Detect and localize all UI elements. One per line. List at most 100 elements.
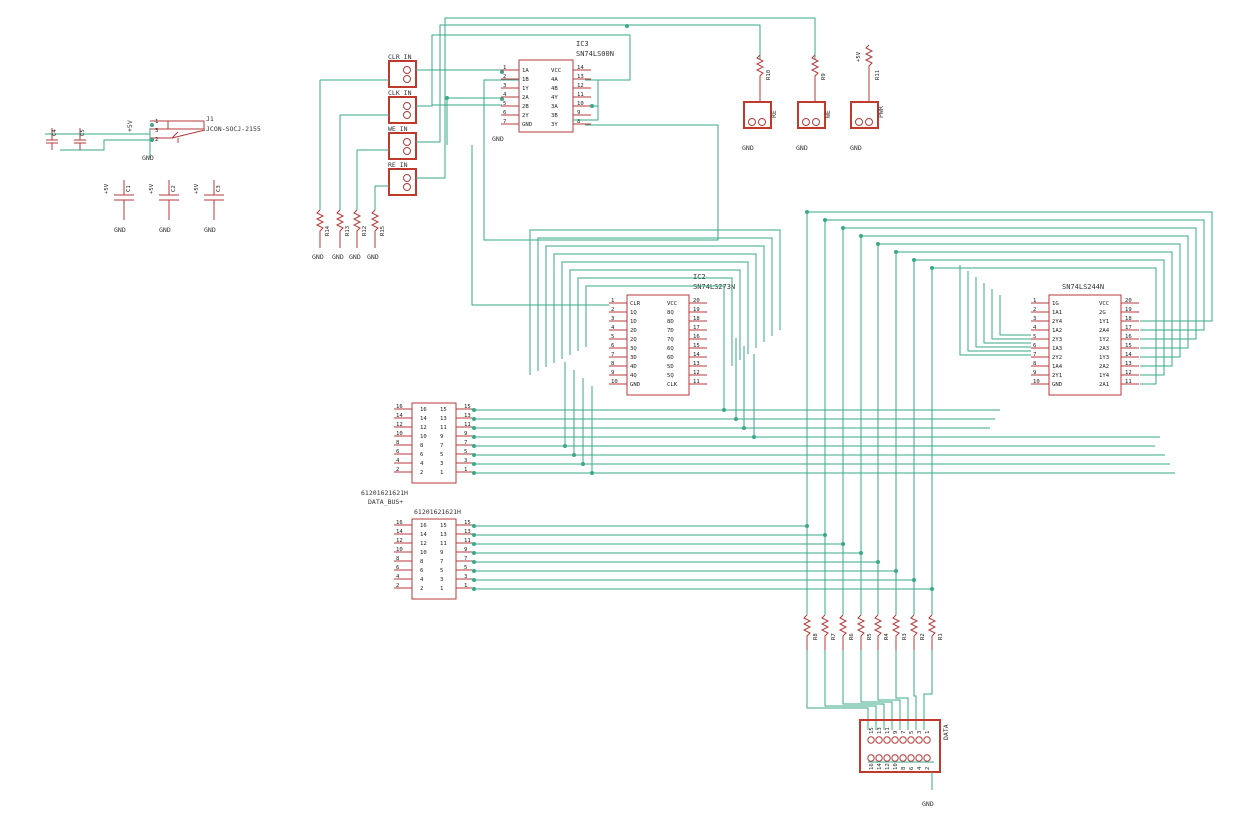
pin-name: 8Q	[667, 310, 674, 316]
led-pad	[867, 736, 875, 744]
pin-number: 15	[464, 404, 471, 410]
pin-number: 4	[917, 766, 923, 770]
pin-number: 4	[503, 92, 507, 98]
bus-wire	[843, 227, 1197, 340]
pin-number: 3	[611, 316, 614, 322]
gnd-label: GND	[312, 253, 324, 261]
pin-number: 10	[396, 431, 403, 437]
input-label: WE_IN	[388, 125, 408, 133]
pin-number: 5	[503, 101, 506, 107]
gnd-label: GND	[159, 226, 171, 234]
junction	[472, 560, 476, 564]
net-bundle	[471, 145, 1213, 615]
pin-number: 5	[1033, 334, 1036, 340]
pin-name: 1A2	[1052, 328, 1062, 334]
status-leds: RE R10 GND WE R9 GND PWR R11 +5V GND	[742, 44, 885, 152]
pin-number: 1	[925, 731, 931, 734]
pin-number: 15	[440, 407, 447, 413]
bus-wire	[471, 145, 609, 306]
pin-name: 2Y1	[1052, 373, 1062, 379]
pin-name: 5D	[667, 364, 674, 370]
pin-number: 15	[440, 523, 447, 529]
pin-name: 1B	[522, 77, 529, 83]
pin-number: 7	[464, 556, 467, 562]
pin-name: 7Q	[667, 337, 674, 343]
pin-number: 12	[420, 425, 427, 431]
pin-number: 8	[611, 361, 615, 367]
led-re: RE R10 GND	[742, 54, 778, 152]
resistor	[909, 614, 919, 650]
pulldown-resistors: R14 R13 R12 R15 GND GND GND GND	[312, 209, 386, 261]
resistor-ref: R14	[325, 225, 331, 236]
pin-number: 13	[693, 361, 700, 367]
pin-number: 5	[440, 568, 443, 574]
resistor-ref: R11	[875, 70, 881, 80]
led-label: WE	[824, 110, 832, 118]
input-label: CLK_IN	[388, 89, 412, 97]
pin-name: 4Y	[551, 95, 558, 101]
j1-pin: 3	[155, 128, 158, 134]
pin-number: 15	[693, 343, 700, 349]
led-wire	[806, 650, 869, 730]
pin-number: 4	[420, 461, 424, 467]
pin-number: 3	[440, 577, 443, 583]
cap-c3: C3 GND +5V	[194, 180, 224, 234]
pin-number: 10	[396, 547, 403, 553]
pin-name: 1A3	[1052, 346, 1062, 352]
pin-number: 6	[396, 449, 399, 455]
pin-name: 2A2	[1099, 364, 1109, 370]
pin-name: GND	[630, 382, 641, 388]
pin-number: 14	[1125, 352, 1132, 358]
pin-number: 17	[1125, 325, 1132, 331]
pin-number: 5	[611, 334, 614, 340]
input-re: RE_IN	[388, 161, 417, 196]
pin-number: 12	[693, 370, 700, 376]
pin-number: 9	[611, 370, 614, 376]
pin-name: 8D	[667, 319, 674, 325]
pin-name: 1A	[522, 68, 529, 74]
pin-number: 12	[885, 763, 891, 770]
pin-number: 13	[877, 727, 883, 734]
pin-name: CLR	[630, 301, 641, 307]
pin-number: 3	[917, 731, 923, 734]
led-pad	[867, 754, 875, 762]
pin-number: 1	[440, 586, 443, 592]
pin-number: 1	[503, 65, 506, 71]
ic1-part: SN74LS244N	[1062, 283, 1104, 291]
pin-number: 16	[869, 763, 875, 770]
gnd-label: GND	[492, 135, 504, 143]
bus-wire	[983, 283, 1031, 344]
bus-wire	[561, 261, 749, 359]
pin-name: 5Q	[667, 373, 674, 379]
pin-number: 2	[611, 307, 614, 313]
pin-name: 7D	[667, 328, 674, 334]
bus-wire	[975, 277, 1031, 348]
pin-name: 3B	[551, 113, 558, 119]
pin-number: 9	[440, 550, 443, 556]
pin-name: 3Y	[551, 122, 558, 128]
pin-name: 4B	[551, 86, 558, 92]
gnd-label: GND	[332, 253, 344, 261]
pin-name: 2Y3	[1052, 337, 1062, 343]
gnd-label: GND	[922, 800, 934, 808]
resistor	[802, 614, 812, 650]
bus-wire	[914, 259, 1165, 376]
bus-wire	[861, 235, 1189, 349]
vcc-label: +5V	[126, 120, 134, 132]
bus-wire	[967, 271, 1031, 352]
pin-number: 16	[420, 407, 427, 413]
junction	[472, 542, 476, 546]
pin-name: 2A3	[1099, 346, 1109, 352]
pin-number: 7	[440, 443, 443, 449]
junction	[472, 533, 476, 537]
led-pad	[883, 736, 891, 744]
junction	[472, 408, 476, 412]
bus1-name: DATA_BUS+	[368, 498, 403, 506]
junction	[472, 524, 476, 528]
junction	[472, 426, 476, 430]
pin-name: 1Y1	[1099, 319, 1109, 325]
